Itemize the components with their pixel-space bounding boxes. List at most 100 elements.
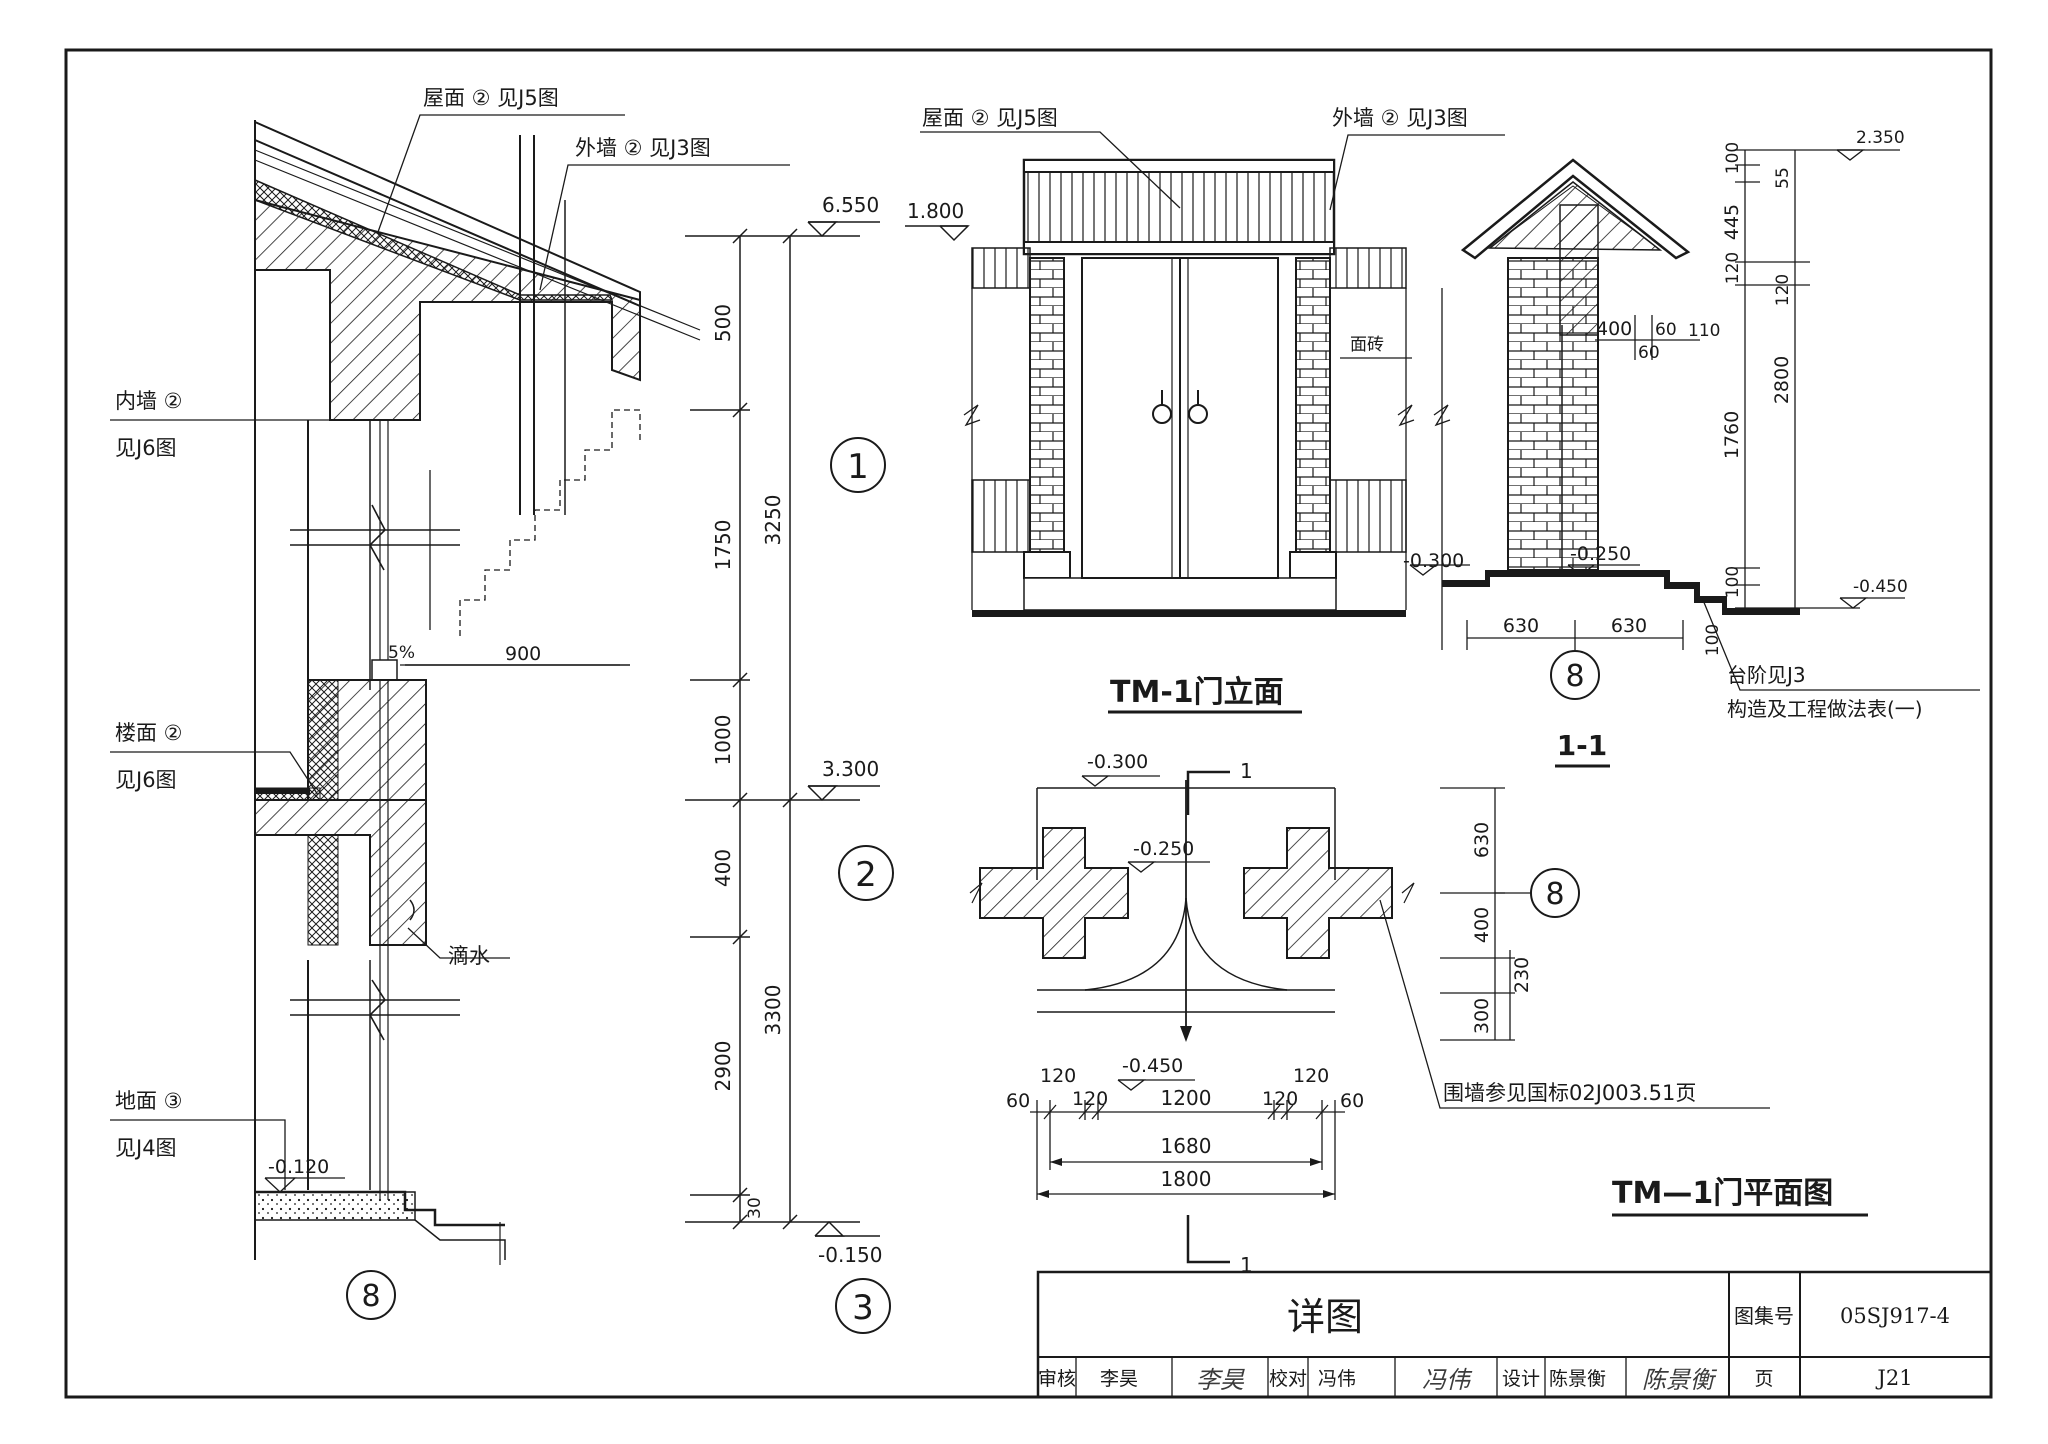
sec-level-floor: -0.250 (1570, 543, 1631, 565)
sec-dim-60a: 60 (1655, 320, 1677, 340)
roof-callout: 屋面 ② 见J5图 (423, 86, 559, 110)
right-pillar (1295, 257, 1331, 564)
ground-callout: 地面 ③ (115, 1089, 183, 1113)
right-pier (1243, 827, 1393, 959)
plan-dim-120c: 120 (1262, 1088, 1298, 1110)
drip-edge-insulation (307, 834, 339, 946)
left-door-swing (1084, 897, 1187, 991)
elevation-ground (972, 610, 1406, 617)
dim-1000: 1000 (711, 715, 735, 766)
plan-dim-120d: 120 (1293, 1065, 1329, 1087)
detail-marker-1 (830, 437, 886, 493)
sec-level-right: -0.450 (1853, 577, 1908, 597)
ground-step (255, 1190, 505, 1227)
sec-dim-110: 110 (1688, 321, 1720, 341)
lintel-insulation (307, 679, 339, 801)
plan-dim-230: 230 (1511, 957, 1533, 993)
dim-3250: 3250 (761, 495, 785, 546)
ground-level: -0.120 (268, 1156, 329, 1178)
axis-bubble-left-label: 8 (361, 1279, 380, 1314)
fence-note: 围墙参见国标02J003.51页 (1443, 1081, 1696, 1105)
elevation-roof-callout: 屋面 ② 见J5图 (922, 106, 1058, 130)
right-fence-lattice (1329, 479, 1407, 553)
plan-title: TM—1门平面图 (1612, 1176, 1833, 1211)
sec-dim-630a: 630 (1503, 615, 1539, 637)
dim-400: 400 (711, 849, 735, 887)
sec-dim-445: 445 (1721, 204, 1743, 240)
dim-500: 500 (711, 304, 735, 342)
sec-dim-2800: 2800 (1771, 356, 1793, 404)
roof-slab (254, 198, 641, 421)
checker-name: 冯伟 (1318, 1368, 1356, 1390)
sec-dim-100-low: 100 (1703, 624, 1723, 656)
floor-finish-stripe (255, 788, 310, 794)
plan-dim-120a: 120 (1040, 1065, 1076, 1087)
right-door-swing (1185, 897, 1288, 991)
elevation-title: TM-1门立面 (1110, 675, 1284, 710)
plan-dim-630: 630 (1471, 822, 1493, 858)
plan-dim-400: 400 (1471, 907, 1493, 943)
detail-marker-2 (838, 845, 894, 901)
designer-name: 陈景衡 (1549, 1368, 1606, 1390)
door-elevation: 1.800 屋面 ② 见J5图 外墙 ② 见J3图 面砖 TM-1门立面 (905, 106, 1505, 714)
plan-dim-120b: 120 (1072, 1088, 1108, 1110)
section-ground-step (1442, 570, 1800, 615)
floor-callout: 楼面 ② (115, 721, 183, 745)
left-pier (979, 827, 1129, 959)
atlas-number: 05SJ917-4 (1840, 1304, 1950, 1328)
axis-bubble-section (1550, 650, 1600, 700)
detail-marker-2-label: 2 (855, 855, 877, 895)
inner-wall-callout-ref: 见J6图 (115, 436, 177, 460)
reviewer-signature: 李昊 (1196, 1366, 1245, 1394)
sec-dim-400: 400 (1596, 318, 1632, 340)
page-number: J21 (1875, 1366, 1912, 1390)
plan-dim-300: 300 (1471, 998, 1493, 1034)
cut-label-top: 1 (1240, 759, 1253, 783)
atlas-label: 图集号 (1734, 1304, 1794, 1328)
detail-marker-3-label: 3 (852, 1288, 874, 1328)
plan-dim-1680: 1680 (1161, 1134, 1212, 1158)
slope-label: 5% (388, 643, 415, 663)
sec-dim-100-bot: 100 (1723, 566, 1743, 598)
outer-wall-callout: 外墙 ② 见J3图 (575, 136, 711, 160)
floor-callout-ref: 见J6图 (115, 768, 177, 792)
sec-dim-100-top: 100 (1723, 142, 1743, 174)
column-core (1559, 204, 1599, 336)
step-note: 台阶见J3 (1727, 663, 1806, 687)
sec-dim-630b: 630 (1611, 615, 1647, 637)
checker-signature: 冯伟 (1422, 1366, 1473, 1394)
level-3300: 3.300 (822, 757, 879, 781)
left-fence-cap (971, 247, 1031, 289)
section-1-1: 100 55 445 120 120 2800 1760 100 100 2.3… (1403, 128, 1980, 768)
dim-2900: 2900 (711, 1041, 735, 1092)
dim-30: 30 (745, 1197, 765, 1219)
overhang-dim: 900 (505, 643, 541, 665)
title-block: 详图 图集号 05SJ917-4 审核 李昊 李昊 校对 冯伟 冯伟 设计 陈景… (1036, 1270, 1993, 1399)
plan-level-inner: -0.250 (1133, 838, 1194, 860)
axis-bubble-left (346, 1270, 396, 1320)
level-minus-0150: -0.150 (818, 1243, 882, 1267)
plan-dim-1200: 1200 (1161, 1086, 1212, 1110)
ground-callout-ref: 见J4图 (115, 1136, 177, 1160)
plan-level-outer: -0.300 (1087, 751, 1148, 773)
sec-dim-1760: 1760 (1721, 411, 1743, 459)
review-label: 审核 (1038, 1368, 1076, 1390)
floor-slab (254, 799, 427, 946)
gable-roof (1460, 158, 1691, 260)
plan-dim-60a: 60 (1006, 1090, 1030, 1112)
brick-label: 面砖 (1350, 335, 1384, 355)
level-6550: 6.550 (822, 193, 879, 217)
sec-dim-55: 55 (1773, 167, 1793, 189)
plan-level-front: -0.450 (1122, 1055, 1183, 1077)
cut-label-bottom: 1 (1240, 1253, 1253, 1277)
window-sill (371, 659, 398, 681)
section-title: 1-1 (1557, 729, 1608, 762)
sec-level-left: -0.300 (1403, 550, 1464, 572)
elevation-level: 1.800 (907, 199, 964, 223)
sec-dim-120a: 120 (1723, 252, 1743, 284)
detail-marker-1-label: 1 (847, 447, 869, 487)
plan-dim-1800: 1800 (1161, 1167, 1212, 1191)
page-label: 页 (1754, 1368, 1773, 1390)
wall-section-detail: 屋面 ② 见J5图 外墙 ② 见J3图 内墙 ② 见J6图 楼面 ② 见J6图 … (110, 86, 790, 1320)
